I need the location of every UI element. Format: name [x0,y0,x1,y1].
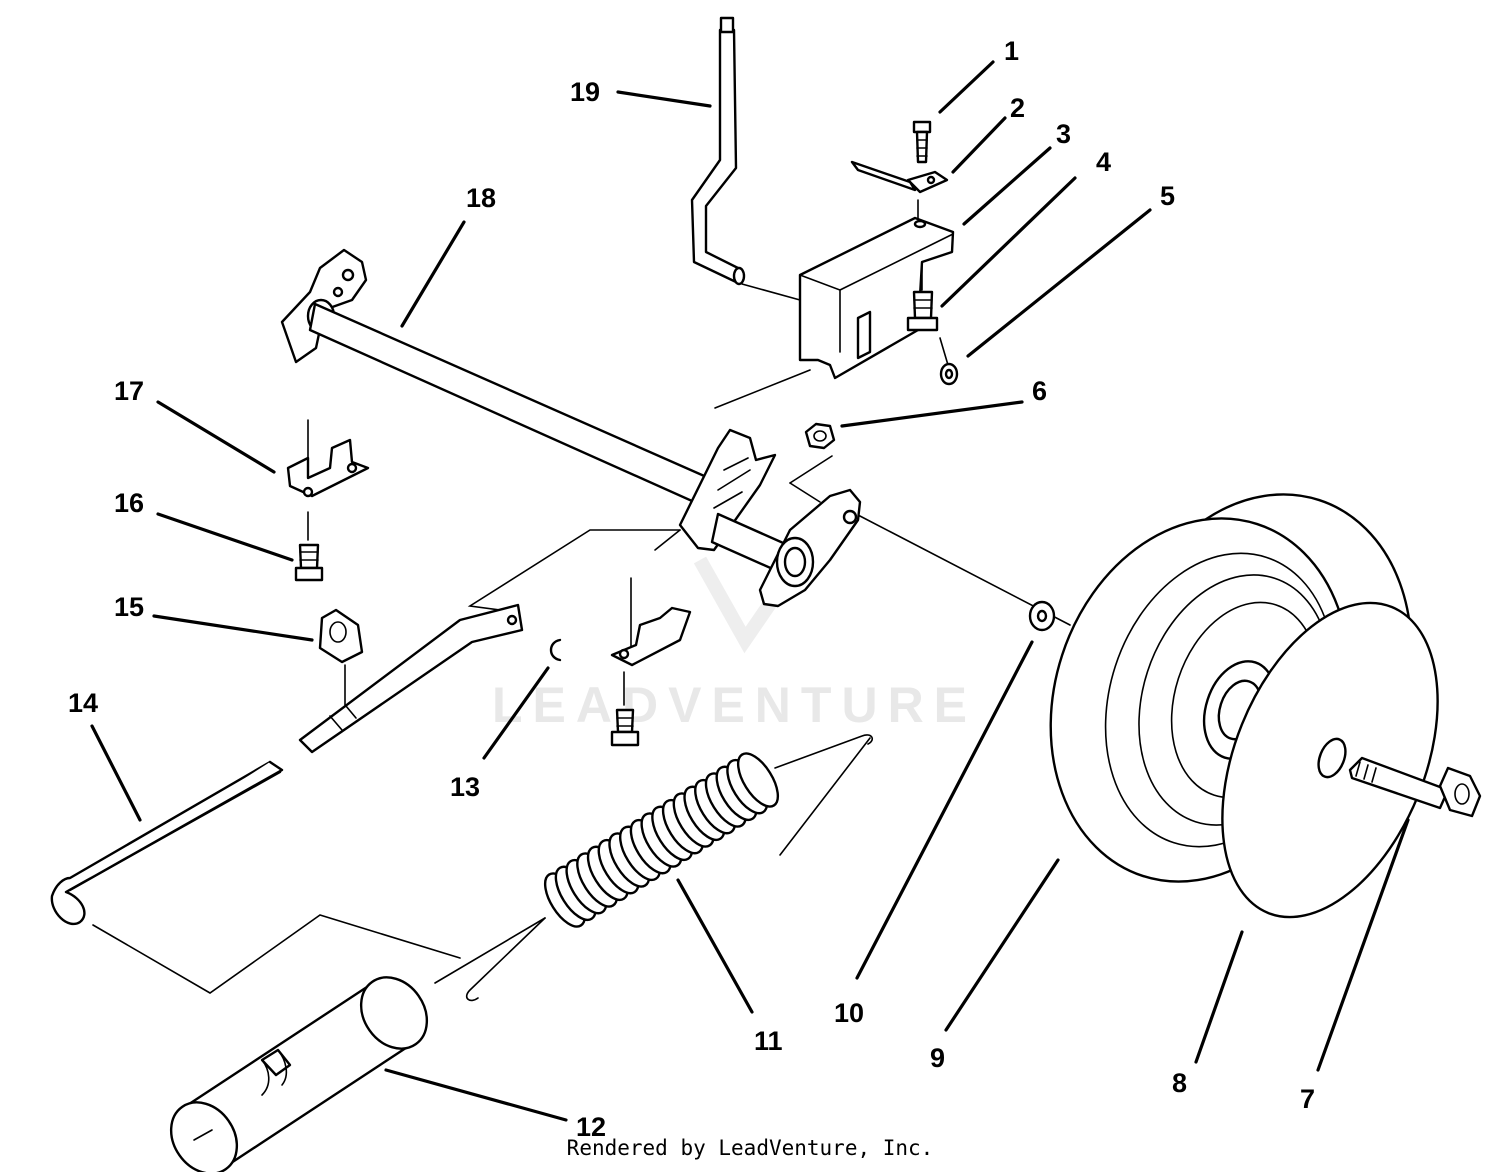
explosion-lines [92,199,1336,994]
part-linkage-rod [298,603,524,754]
callout-10: 10 [834,998,864,1028]
callouts: 1 2 3 4 5 6 7 8 9 10 11 12 13 14 15 16 1… [68,36,1315,1142]
part-11-spring-hooks [465,734,874,1002]
part-11-spring [543,752,780,928]
render-credit: Rendered by LeadVenture, Inc. [566,1136,934,1160]
callout-1: 1 [1004,36,1019,66]
part-15-bushing [318,608,364,664]
callout-8: 8 [1172,1068,1187,1098]
watermark: LEADVENTURE [492,556,977,733]
callout-18: 18 [466,183,496,213]
callout-4: 4 [1096,147,1111,177]
callout-2: 2 [1010,93,1025,123]
part-18-axle [280,248,862,608]
part-19-control-rod [690,16,746,286]
part-16-bolt [294,543,324,582]
callout-11: 11 [754,1026,783,1056]
callout-16: 16 [114,488,144,518]
watermark-text: LEADVENTURE [492,677,977,733]
callout-13: 13 [450,772,480,802]
callout-5: 5 [1160,181,1175,211]
part-12-roller-tube [169,976,429,1172]
callout-7: 7 [1300,1084,1315,1114]
part-3-bracket [798,216,955,380]
part-2-clip [850,160,949,194]
callout-9: 9 [930,1043,945,1073]
part-5-washer [939,362,959,386]
part-8-hub-cap [1221,601,1439,919]
leader-lines [90,60,1410,1122]
part-17-clamp [286,438,370,498]
part-14-handle-rod [50,760,284,926]
part-13-clip [549,638,562,662]
part-6-nut [804,422,836,450]
part-10-washer [1028,600,1056,632]
callout-19: 19 [570,77,600,107]
callout-6: 6 [1032,376,1047,406]
spring-coil [736,752,780,808]
callout-14: 14 [68,688,98,718]
callout-3: 3 [1056,119,1071,149]
part-clamp-lower [610,606,692,747]
callout-15: 15 [114,592,144,622]
part-4-bolt [906,290,939,332]
callout-17: 17 [114,376,144,406]
part-7-shoulder-bolt [1348,756,1482,818]
part-1-screw [912,120,932,164]
callout-12: 12 [576,1112,606,1142]
